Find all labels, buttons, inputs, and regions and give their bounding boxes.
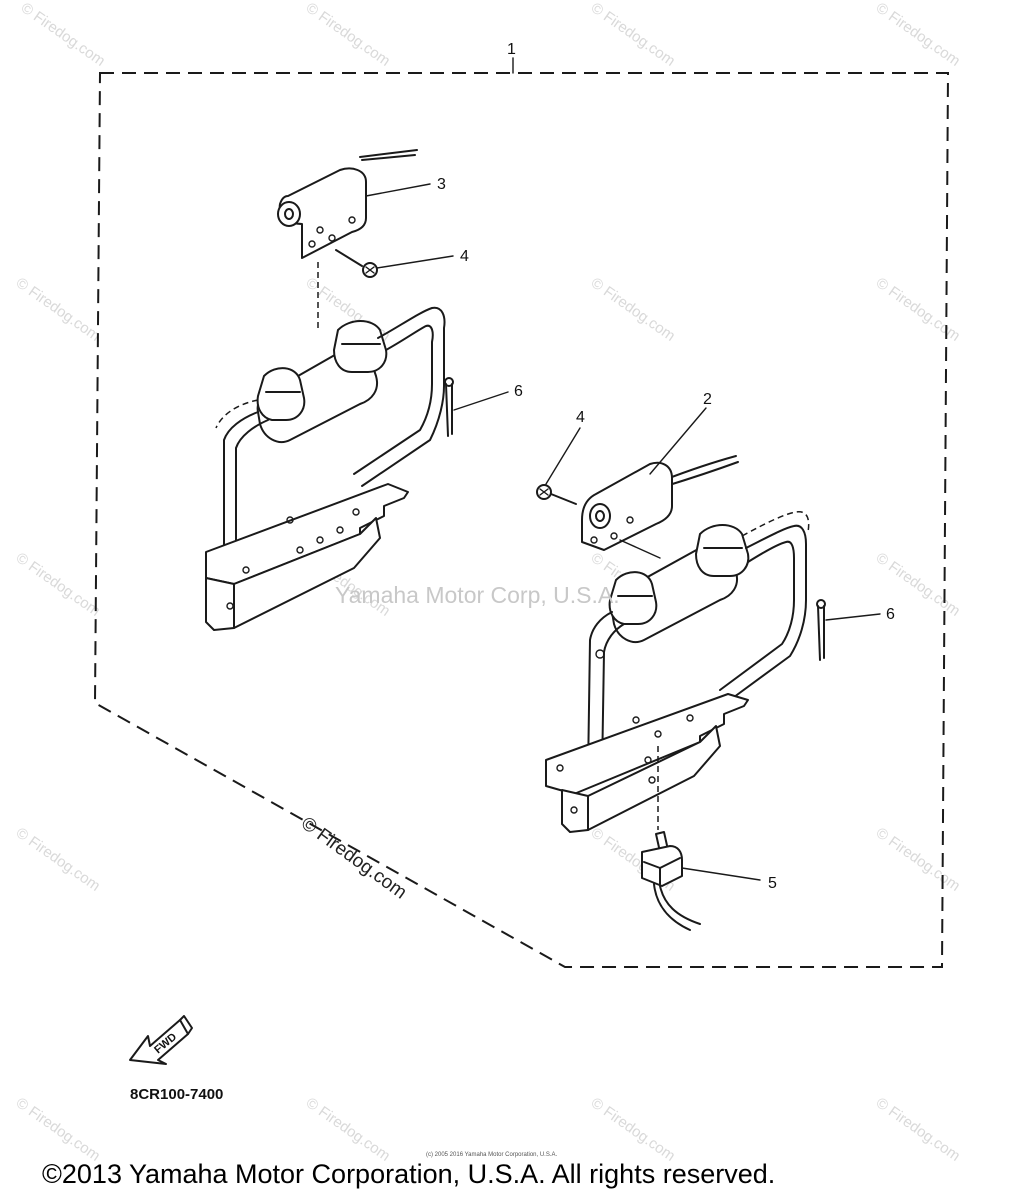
bracket-right (545, 693, 749, 833)
clamp-cover-3 (277, 149, 418, 259)
callout-1: 1 (507, 41, 516, 58)
fwd-arrow-icon: FWD (129, 1015, 193, 1065)
part-code: 8CR100-7400 (130, 1086, 223, 1103)
bar-clamps-left (256, 320, 388, 443)
screw-4-right (536, 484, 577, 505)
bar-clamps-right (608, 524, 750, 643)
watermark-tile: © Firedog.com (588, 1094, 679, 1164)
watermark-tile: © Firedog.com (303, 0, 394, 70)
watermark-tile: © Firedog.com (873, 1094, 964, 1164)
bracket-left (205, 483, 409, 631)
callout-leader-2 (649, 407, 707, 475)
watermark-tile: © Firedog.com (873, 824, 964, 894)
callout-4a: 4 (460, 248, 469, 265)
watermark-tile: © Firedog.com (873, 0, 964, 70)
callout-leader-6b (825, 613, 881, 621)
watermark-tile: © Firedog.com (303, 1094, 394, 1164)
watermark-tile: © Firedog.com (13, 274, 104, 344)
kit-boundary (93, 72, 950, 968)
callout-2: 2 (703, 391, 712, 408)
watermark-tile: © Firedog.com (873, 274, 964, 344)
watermark-tile: © Firedog.com (18, 0, 109, 70)
left-assembly: 3 4 (205, 149, 523, 631)
callout-3: 3 (437, 176, 446, 193)
callout-leader-6a (453, 391, 509, 411)
watermark-tile: © Firedog.com (588, 0, 679, 70)
switch-5 (641, 831, 701, 931)
clamp-cover-2 (581, 455, 739, 551)
cotter-pin-6-right (816, 599, 826, 661)
callout-leader-4a (376, 255, 454, 269)
bar-frame-left (215, 306, 446, 569)
watermark-tile: © Firedog.com (13, 824, 104, 894)
callout-leader-4b (545, 427, 581, 485)
callout-5: 5 (768, 875, 777, 892)
firedog-watermark: © Firedog.com (297, 813, 410, 903)
watermark-tile: © Firedog.com (13, 1094, 104, 1164)
callout-4b: 4 (576, 409, 585, 426)
callout-leader-3 (365, 183, 431, 197)
center-watermark: Yamaha Motor Corp, U.S.A. (335, 582, 620, 608)
callout-6a: 6 (514, 383, 523, 400)
right-assembly: 2 4 (536, 391, 895, 931)
copyright-line: ©2013 Yamaha Motor Corporation, U.S.A. A… (42, 1159, 775, 1189)
cotter-pin-6-left (444, 377, 454, 437)
watermark-tile: © Firedog.com (588, 274, 679, 344)
callout-6b: 6 (886, 606, 895, 623)
callout-leader-5 (681, 867, 761, 881)
bar-frame-right (587, 511, 810, 775)
tiny-notice: (c) 2005 2016 Yamaha Motor Corporation, … (426, 1152, 558, 1158)
watermark-tile: © Firedog.com (13, 549, 104, 619)
screw-4-left (335, 249, 378, 278)
